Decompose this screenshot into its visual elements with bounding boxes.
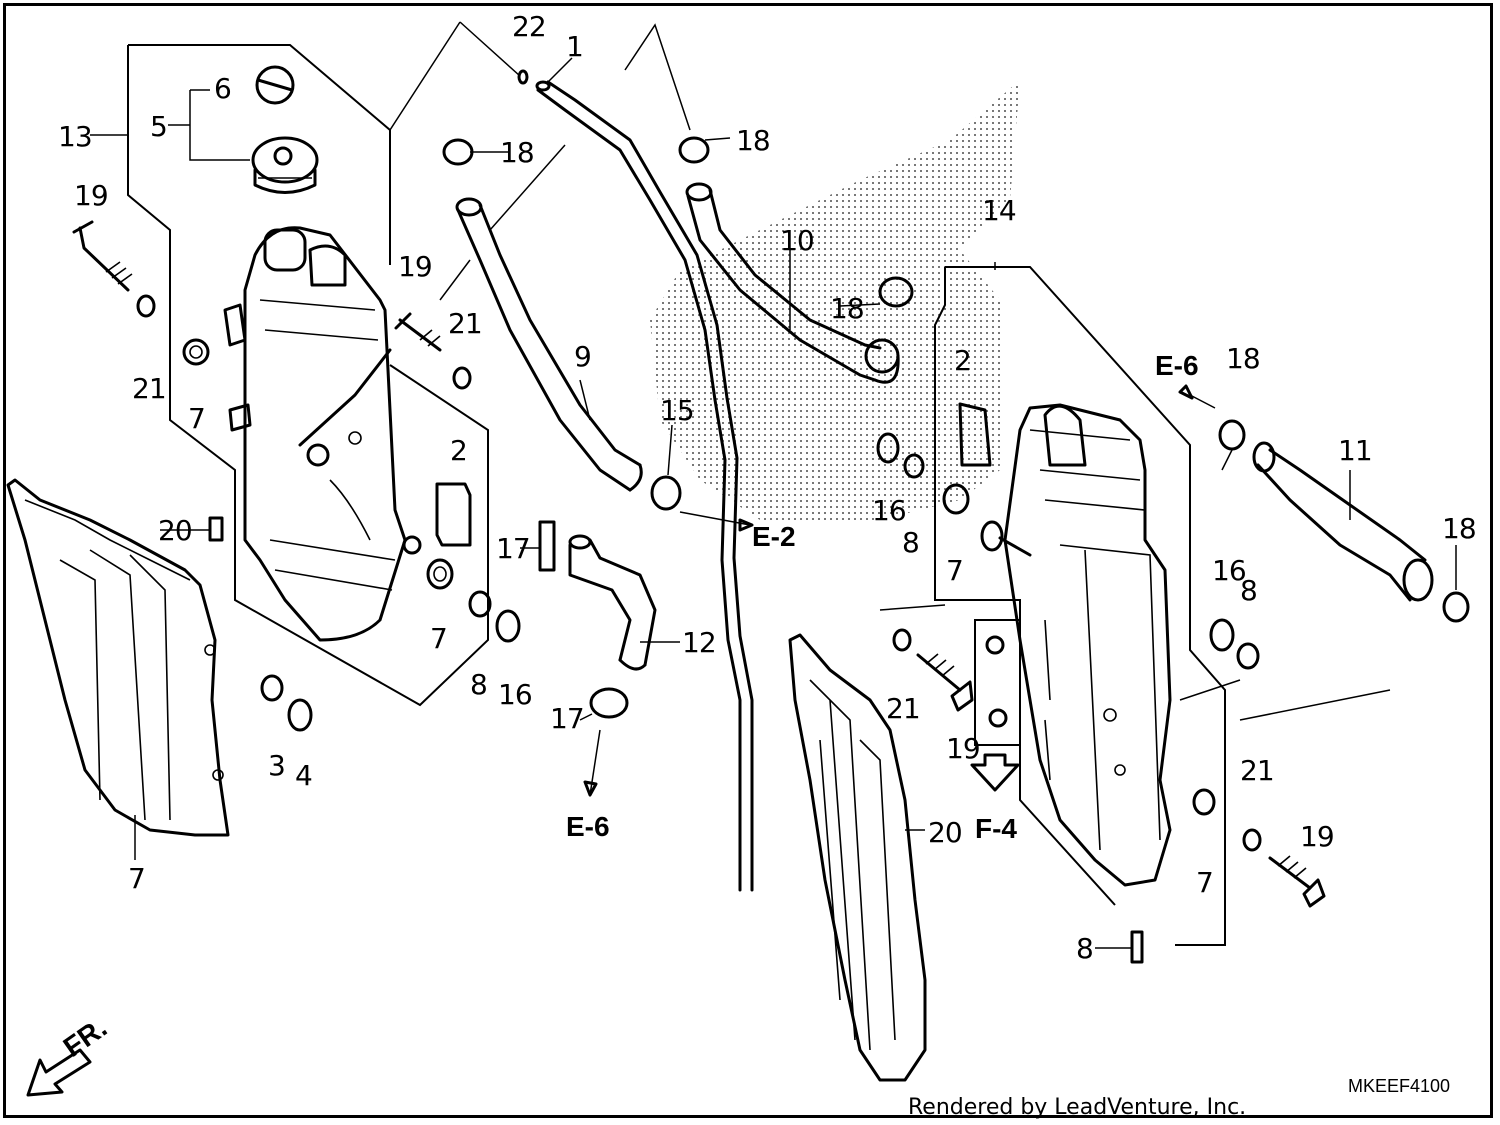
hose-1 (535, 80, 754, 892)
callout-21: 21 (132, 372, 166, 405)
callout-7: 7 (946, 554, 963, 587)
callout-19: 19 (74, 179, 108, 212)
collar-left (208, 482, 521, 732)
callout-19: 19 (398, 250, 432, 283)
radiator-cap (251, 65, 319, 194)
hose-clamp (442, 69, 1470, 719)
bolt-right-lower (876, 402, 1326, 964)
f4-inset (970, 619, 1021, 792)
shroud-left (6, 478, 230, 837)
callout-11: 11 (1338, 434, 1372, 467)
callout-18: 18 (736, 124, 770, 157)
diagram-code: MKEEF4100 (1348, 1076, 1450, 1096)
callout-8: 8 (470, 668, 487, 701)
callout-13: 13 (58, 120, 92, 153)
callout-22: 22 (512, 10, 546, 43)
callout-18: 18 (1226, 342, 1260, 375)
callouts: 22 1 18 18 13 6 5 19 19 21 21 7 7 2 9 10… (58, 10, 1477, 1120)
callout-20: 8 (1076, 932, 1093, 965)
callout-17: 17 (550, 702, 584, 735)
ref-e6: E-6 (1155, 350, 1199, 381)
callout-3: 7 (128, 862, 145, 895)
callout-4: 20 (928, 816, 962, 849)
ref-e2: E-2 (752, 521, 796, 552)
callout-18: 18 (830, 292, 864, 325)
callout-9: 9 (574, 340, 591, 373)
callout-8: 8 (1240, 574, 1257, 607)
callout-15: 15 (660, 394, 694, 427)
callout-16: 4 (295, 759, 312, 792)
left-radiator (127, 44, 489, 707)
callout-2: 2 (450, 434, 467, 467)
hose-9 (455, 197, 643, 492)
callout-8: 3 (268, 749, 285, 782)
callout-8: 8 (902, 526, 919, 559)
callout-2: 2 (954, 344, 971, 377)
callout-1: 1 (566, 30, 583, 63)
callout-17: 17 (496, 532, 530, 565)
callout-20: 20 (158, 514, 192, 547)
callout-21: 21 (1240, 754, 1274, 787)
callout-19: 19 (1300, 820, 1334, 853)
hose-10 (685, 182, 900, 384)
callout-12: 12 (682, 626, 716, 659)
callout-7: 7 (430, 622, 447, 655)
callout-16: 16 (872, 494, 906, 527)
callout-16: 16 (498, 678, 532, 711)
callout-10: 10 (780, 224, 814, 257)
callout-6: 6 (214, 72, 231, 105)
front-direction-arrow (26, 1048, 92, 1097)
callout-7: 7 (188, 402, 205, 435)
callout-7: 7 (1196, 866, 1213, 899)
ref-e6-lower: E-6 (566, 811, 610, 842)
callout-5: 5 (150, 110, 167, 143)
callout-18: 18 (500, 136, 534, 169)
callout-21: 21 (886, 692, 920, 725)
ref-f4: F-4 (975, 813, 1017, 844)
shroud-right (788, 633, 927, 1082)
hose-12 (568, 534, 657, 671)
stipple-shade (650, 80, 1020, 520)
right-radiator (934, 266, 1226, 946)
callout-19: 19 (946, 732, 980, 765)
bolt-left-center (394, 312, 472, 390)
callout-16: 16 (1212, 554, 1246, 587)
callout-18: 18 (1442, 512, 1476, 545)
fr-label: FR. (58, 1012, 113, 1063)
bolt-left-upper (72, 220, 210, 366)
callout-21: 21 (448, 307, 482, 340)
ref-arrows (583, 384, 1194, 797)
callout-14: 14 (982, 194, 1016, 227)
render-credit: Rendered by LeadVenture, Inc. (908, 1095, 1246, 1120)
